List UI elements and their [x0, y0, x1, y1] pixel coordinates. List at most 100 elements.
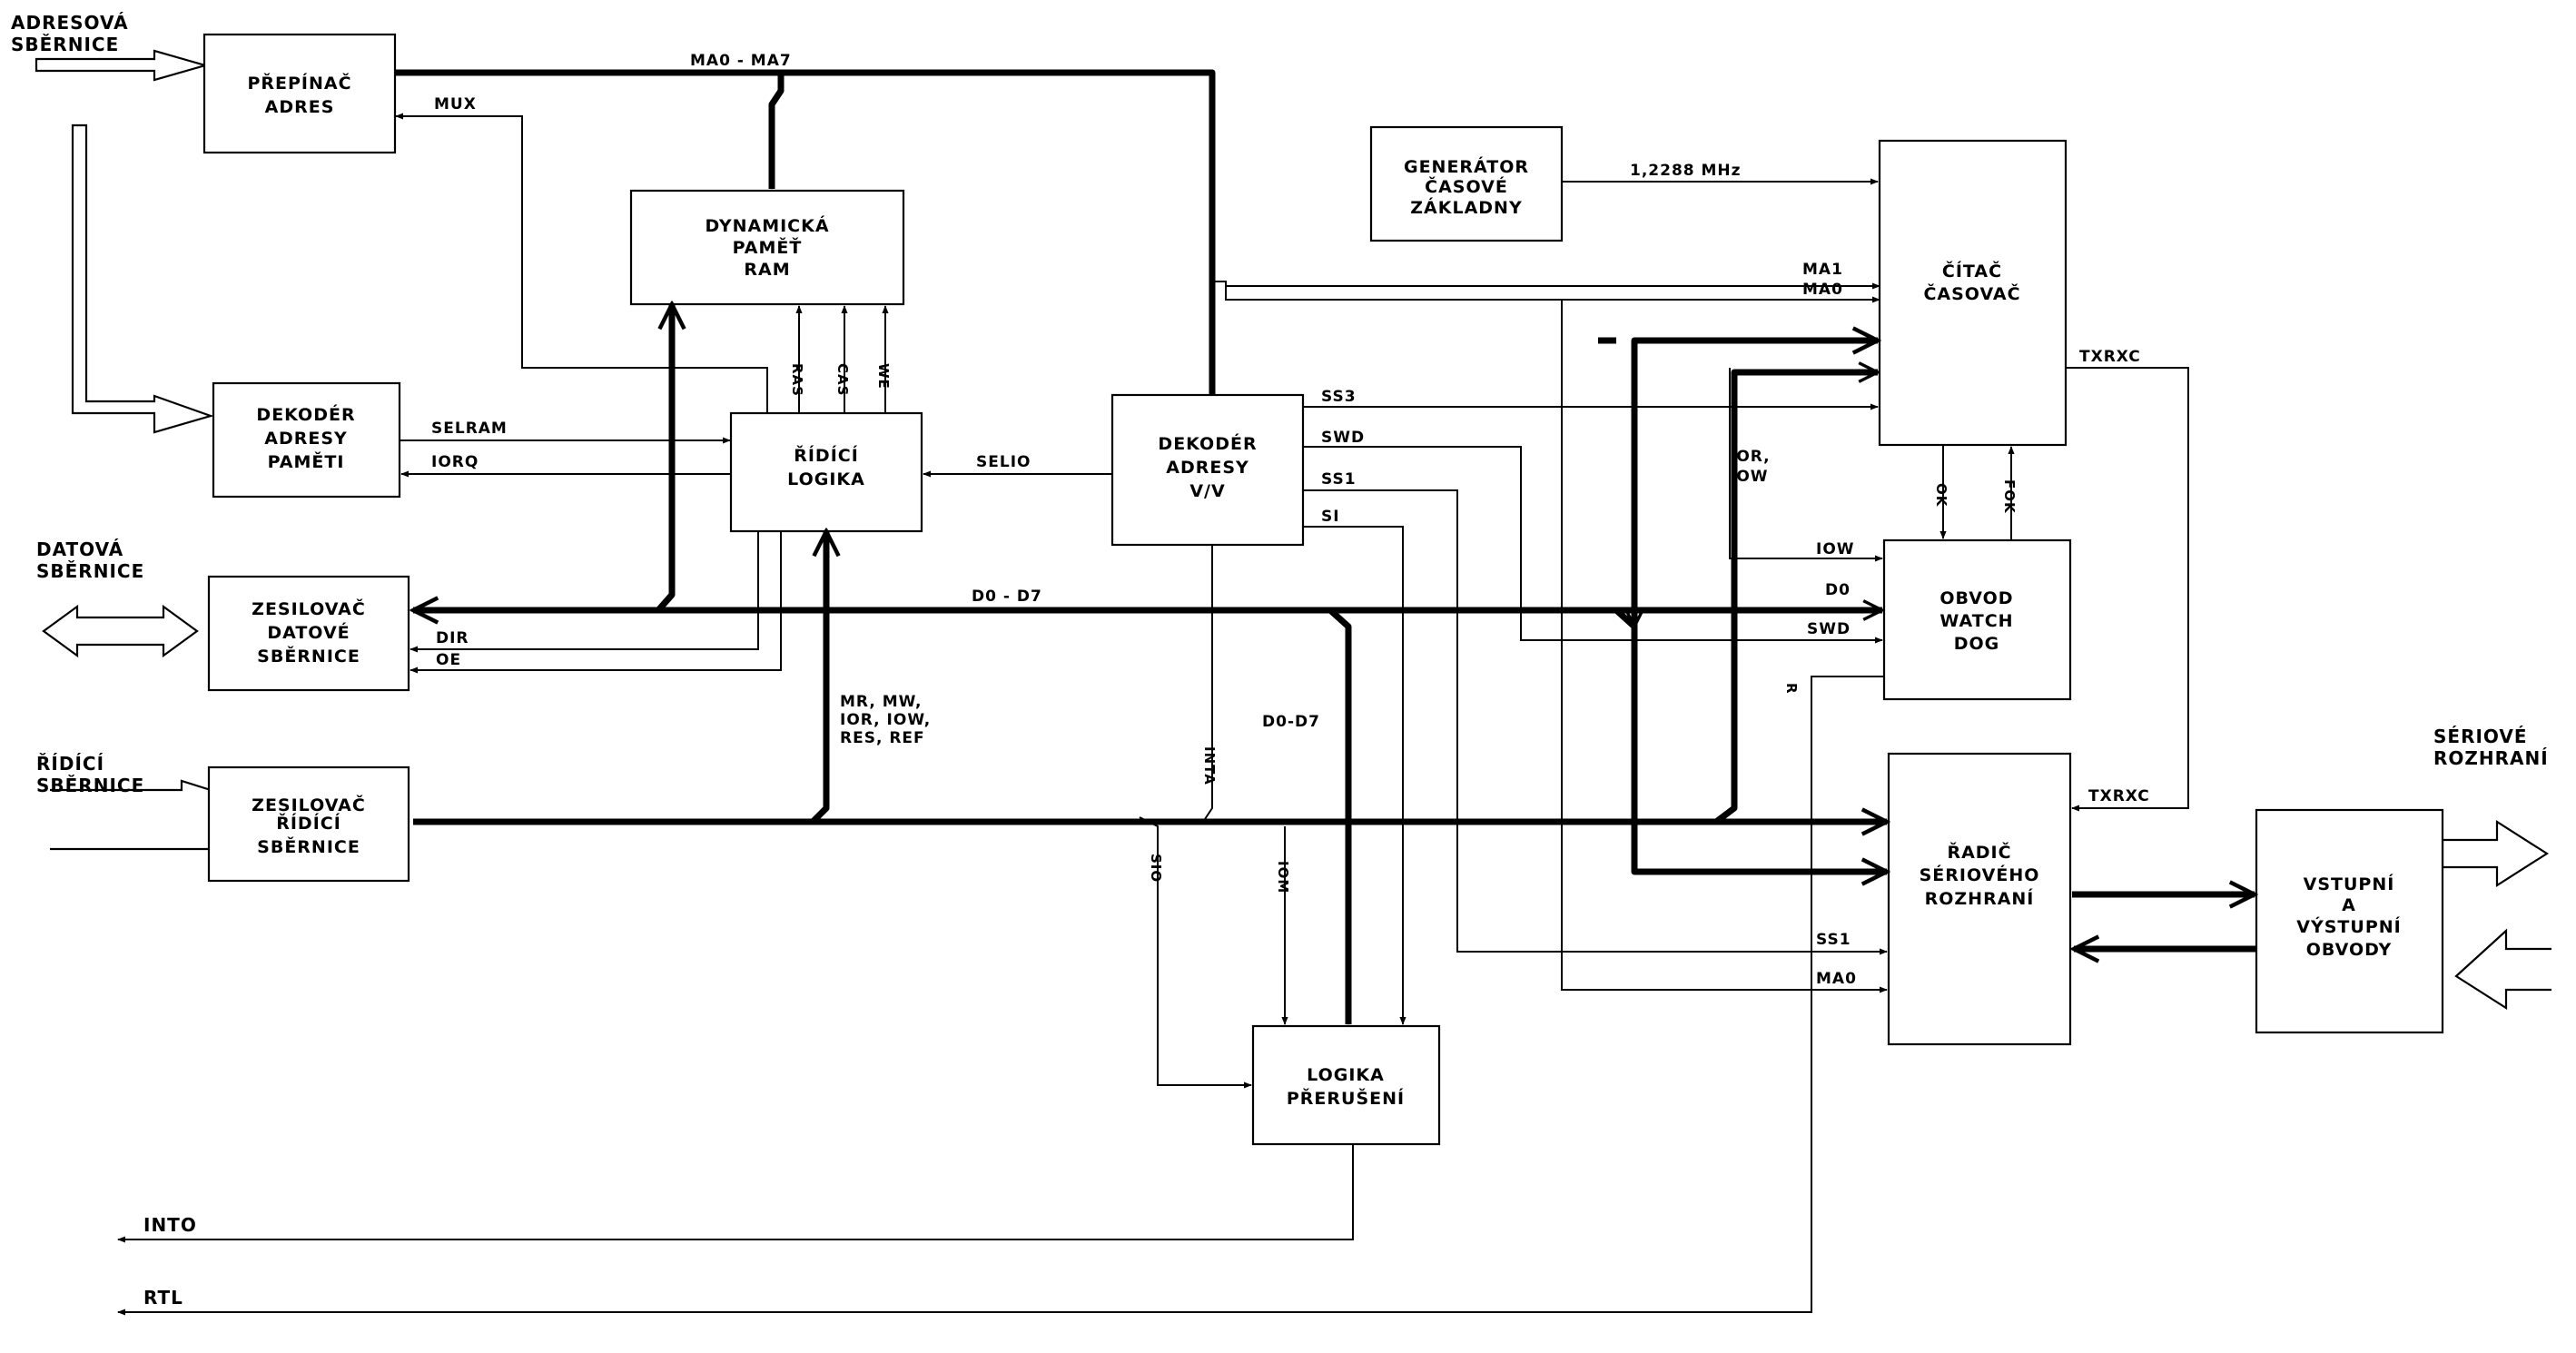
svg-text:MA0: MA0 — [1802, 281, 1843, 299]
label-generator: GENERÁTOR ČASOVÉ ZÁKLADNY — [1404, 156, 1529, 218]
svg-text:SBĚRNICE: SBĚRNICE — [257, 836, 360, 857]
block-radic-serioveho — [1887, 752, 2072, 1046]
label-ridici-sbernice: ŘÍDÍCÍ SBĚRNICE — [36, 753, 144, 796]
svg-text:DEKODÉR: DEKODÉR — [256, 404, 355, 425]
control-bus-arrow-1 — [50, 779, 212, 792]
svg-text:MA0: MA0 — [1816, 970, 1857, 988]
svg-text:R: R — [1783, 683, 1800, 695]
svg-text:1,2288 MHz: 1,2288 MHz — [1630, 162, 1742, 180]
svg-text:MA0 - MA7: MA0 - MA7 — [690, 52, 792, 70]
svg-text:DEKODÉR: DEKODÉR — [1158, 433, 1257, 454]
svg-text:TXRXC: TXRXC — [2088, 787, 2150, 805]
block-vstupni-vystupni — [2255, 808, 2444, 1034]
svg-text:IOW: IOW — [1816, 540, 1855, 558]
svg-text:DATOVÁ: DATOVÁ — [36, 538, 123, 560]
label-zesilovac-datove: ZESILOVAČ DATOVÉ SBĚRNICE — [252, 597, 366, 667]
svg-text:SBĚRNICE: SBĚRNICE — [257, 646, 360, 667]
svg-text:SIO: SIO — [1148, 854, 1164, 883]
data-bus-double-arrow — [42, 604, 199, 658]
serial-in-arrow — [2454, 928, 2551, 1011]
svg-text:IOW: IOW — [1730, 468, 1769, 486]
signal-labels: MA0 - MA7 MUX SELRAM IORQ SELIO D0 - D7 … — [431, 52, 2150, 988]
serial-out-arrow — [2441, 819, 2550, 888]
block-dynamicka-pamet — [629, 189, 905, 306]
svg-text:CAS: CAS — [834, 363, 851, 396]
label-ridici-logika: ŘÍDÍCÍ LOGIKA — [787, 445, 865, 489]
svg-text:SÉRIOVÉ: SÉRIOVÉ — [2433, 726, 2528, 747]
block-watch-dog — [1882, 538, 2072, 701]
block-citac-casovac — [1878, 139, 2068, 447]
svg-text:ROZHRANÍ: ROZHRANÍ — [2433, 747, 2549, 769]
label-prepinac: PŘEPÍNAČ ADRES — [247, 72, 351, 117]
block-dekoder-vv — [1110, 393, 1305, 547]
svg-text:PŘERUŠENÍ: PŘERUŠENÍ — [1287, 1087, 1405, 1109]
svg-text:MA1: MA1 — [1802, 261, 1843, 279]
svg-text:ČASOVAČ: ČASOVAČ — [1923, 282, 2020, 304]
label-pamet: DYNAMICKÁ PAMĚŤ RAM — [705, 215, 828, 280]
svg-text:SS3: SS3 — [1321, 388, 1357, 406]
svg-text:MUX: MUX — [434, 95, 477, 114]
svg-text:ROZHRANÍ: ROZHRANÍ — [1925, 888, 2035, 909]
address-bus-arrow — [35, 49, 210, 82]
svg-text:SWD: SWD — [1321, 429, 1365, 447]
svg-text:DOG: DOG — [1954, 634, 2000, 654]
block-ridici-logika — [729, 411, 923, 533]
svg-text:SS1: SS1 — [1816, 931, 1851, 949]
svg-text:RAS: RAS — [789, 363, 805, 397]
svg-text:ŘADIČ: ŘADIČ — [1947, 841, 2011, 863]
block-generator — [1369, 125, 1564, 242]
vertical-signal-labels: RAS CAS WE INTA SIO IOM OK FOK R — [789, 363, 2018, 894]
svg-text:VSTUPNÍ: VSTUPNÍ — [2304, 874, 2395, 894]
svg-text:D0: D0 — [1825, 581, 1851, 599]
label-dekoder-pameti: DEKODÉR ADRESY PAMĚTI — [256, 404, 355, 472]
svg-text:ZESILOVAČ: ZESILOVAČ — [252, 597, 366, 619]
svg-text:SWD: SWD — [1807, 620, 1851, 638]
svg-text:FOK: FOK — [2001, 479, 2018, 514]
svg-text:V/V: V/V — [1189, 481, 1225, 501]
label-dekoder-vv: DEKODÉR ADRESY V/V — [1158, 433, 1257, 501]
svg-text:RES, REF: RES, REF — [840, 729, 925, 747]
svg-text:OK: OK — [1933, 483, 1949, 508]
svg-text:VÝSTUPNÍ: VÝSTUPNÍ — [2296, 915, 2401, 937]
svg-text:OBVODY: OBVODY — [2306, 940, 2393, 960]
svg-text:SI: SI — [1321, 508, 1340, 526]
svg-text:ŘÍDÍCÍ: ŘÍDÍCÍ — [794, 445, 859, 466]
label-watchdog: OBVOD WATCH DOG — [1939, 588, 2013, 654]
label-citac: ČÍTAČ ČASOVAČ — [1923, 260, 2020, 304]
block-zesilovac-datove — [207, 575, 410, 692]
thick-buses — [396, 69, 2256, 1025]
svg-text:D0-D7: D0-D7 — [1262, 713, 1320, 731]
svg-text:WATCH: WATCH — [1939, 611, 2013, 631]
svg-text:ŘÍDÍCÍ: ŘÍDÍCÍ — [276, 813, 341, 834]
svg-text:SBĚRNICE: SBĚRNICE — [36, 560, 144, 582]
thin-wires — [117, 113, 2189, 1316]
svg-text:ADRESOVÁ: ADRESOVÁ — [11, 12, 129, 34]
label-vstupni: VSTUPNÍ A VÝSTUPNÍ OBVODY — [2296, 874, 2401, 960]
svg-text:SBĚRNICE: SBĚRNICE — [11, 34, 119, 55]
block-zesilovac-ridici — [207, 765, 410, 883]
svg-text:PAMĚTI: PAMĚTI — [268, 451, 345, 472]
label-zesilovac-ridici: ZESILOVAČ ŘÍDÍCÍ SBĚRNICE — [252, 794, 365, 857]
svg-text:ZÁKLADNY: ZÁKLADNY — [1410, 197, 1522, 218]
svg-text:IOR, IOW,: IOR, IOW, — [840, 711, 931, 729]
svg-text:DATOVÉ: DATOVÉ — [267, 622, 350, 643]
svg-text:ADRES: ADRES — [265, 97, 335, 117]
label-radic: ŘADIČ SÉRIOVÉHO ROZHRANÍ — [1920, 841, 2039, 909]
svg-text:LOGIKA: LOGIKA — [1307, 1065, 1385, 1085]
svg-text:ADRESY: ADRESY — [264, 429, 348, 449]
svg-text:IOM: IOM — [1275, 861, 1291, 894]
label-logika-preruseni: LOGIKA PŘERUŠENÍ — [1287, 1065, 1405, 1109]
svg-text:SS1: SS1 — [1321, 470, 1357, 489]
svg-text:RAM: RAM — [744, 260, 790, 280]
svg-text:PŘEPÍNAČ: PŘEPÍNAČ — [247, 72, 351, 94]
svg-text:D0 - D7: D0 - D7 — [972, 588, 1042, 606]
svg-text:MR, MW,: MR, MW, — [840, 693, 922, 711]
svg-text:WE: WE — [875, 363, 892, 390]
svg-text:GENERÁTOR: GENERÁTOR — [1404, 156, 1529, 177]
svg-text:LOGIKA: LOGIKA — [787, 469, 865, 489]
svg-text:TXRXC: TXRXC — [2079, 348, 2141, 366]
svg-text:SELRAM: SELRAM — [431, 420, 508, 438]
svg-text:ADRESY: ADRESY — [1166, 458, 1249, 478]
svg-text:SBĚRNICE: SBĚRNICE — [36, 775, 144, 796]
